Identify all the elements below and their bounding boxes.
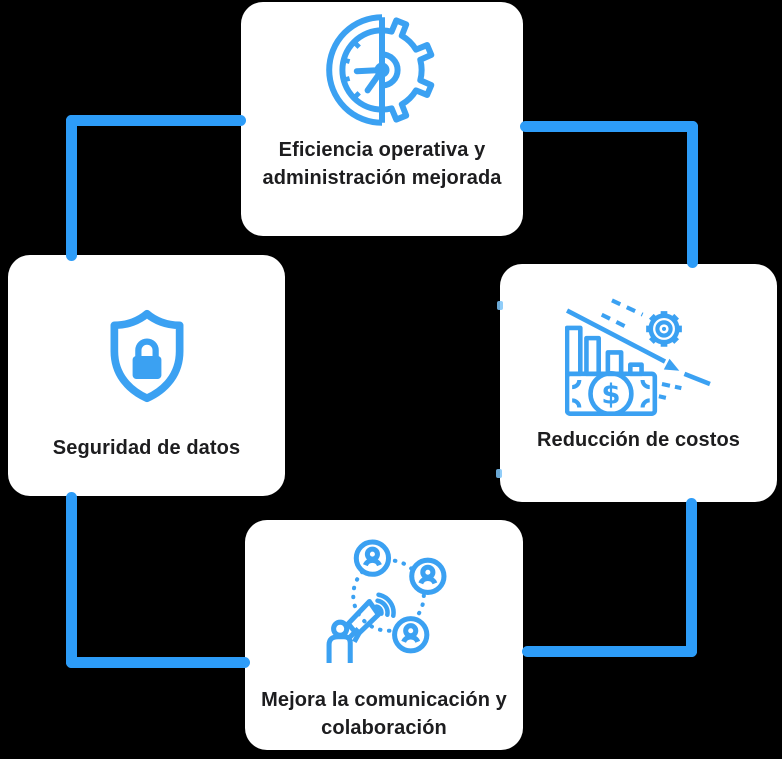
node-card-communication: Mejora la comunicación y colaboración xyxy=(245,520,523,750)
svg-text:$: $ xyxy=(601,378,620,410)
stray-connector-dot xyxy=(496,469,502,478)
node-label-data-security: Seguridad de datos xyxy=(52,437,241,459)
connector-top-right-horizontal xyxy=(520,121,698,132)
node-card-data-security: Seguridad de datos xyxy=(8,255,285,496)
connector-top-right-vertical xyxy=(687,121,698,268)
shield-lock-icon xyxy=(99,308,195,404)
node-label-efficiency: Eficiencia operativa y administración me… xyxy=(262,139,502,189)
cost-reduction-icon: $ xyxy=(564,298,713,416)
connector-top-left-horizontal xyxy=(66,115,246,126)
node-label-cost-reduction: Reducción de costos xyxy=(536,429,741,451)
connector-bottom-right-vertical xyxy=(686,498,697,657)
connector-top-left-vertical xyxy=(66,115,77,261)
connector-bottom-right-horizontal xyxy=(522,646,697,657)
node-card-cost-reduction: $ Reducción de costos xyxy=(500,264,777,502)
megaphone-network-icon xyxy=(321,538,447,664)
connector-bottom-left-vertical xyxy=(66,492,77,668)
node-card-efficiency: Eficiencia operativa y administración me… xyxy=(241,2,523,236)
stray-connector-dot xyxy=(497,301,503,310)
connector-bottom-left-horizontal xyxy=(66,657,250,668)
clock-gear-icon xyxy=(322,10,442,130)
node-label-communication: Mejora la comunicación y colaboración xyxy=(261,689,507,739)
